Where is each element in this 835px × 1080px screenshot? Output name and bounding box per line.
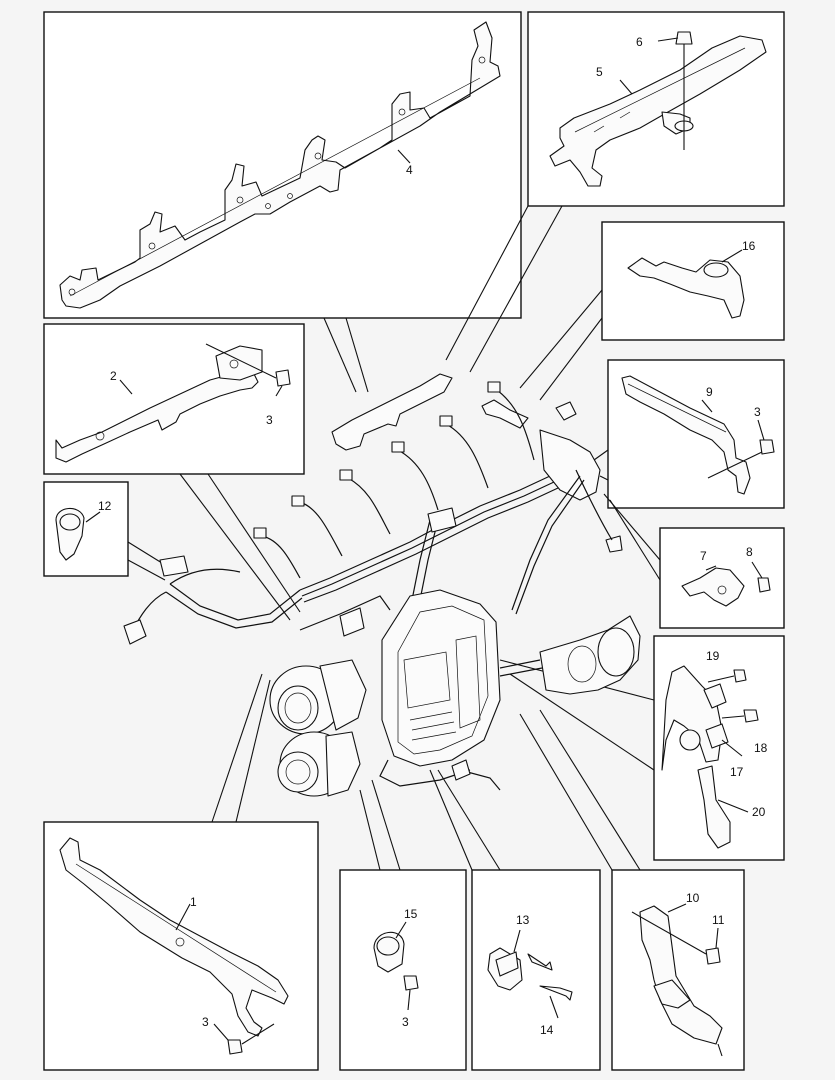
leader-lines [127,205,661,871]
callout-3a: 3 [266,413,273,427]
callout-3d: 3 [402,1015,409,1029]
detail-panel-7-8 [659,527,785,629]
callout-3c: 3 [202,1015,209,1029]
callout-11: 11 [712,913,725,927]
callout-18: 18 [754,741,768,755]
callout-6: 6 [636,35,643,49]
callout-2: 2 [110,369,117,383]
callout-19: 19 [706,649,720,663]
callout-12: 12 [98,499,112,513]
callout-14: 14 [540,1023,554,1037]
callout-7: 7 [700,549,707,563]
callout-9: 9 [706,385,713,399]
callout-15: 15 [404,907,418,921]
callout-8: 8 [746,545,753,559]
detail-panel-2-3 [43,323,305,475]
detail-panel-17-20 [653,635,785,861]
callout-5: 5 [596,65,603,79]
callout-13: 13 [516,913,530,927]
detail-panel-16 [601,221,785,341]
callout-1: 1 [190,895,197,909]
detail-panel-13-14 [471,869,601,1071]
callout-4: 4 [406,163,413,177]
detail-panel-10-11 [611,869,745,1071]
callout-3b: 3 [754,405,761,419]
callout-16: 16 [742,239,756,253]
detail-panel-15-3 [339,869,467,1071]
detail-panel-4 [43,11,522,319]
callout-17: 17 [730,765,744,779]
detail-panel-5-6 [527,11,785,207]
main-harness-assembly [123,373,641,797]
detail-panel-12 [43,481,129,577]
callout-20: 20 [752,805,766,819]
callout-10: 10 [686,891,700,905]
callout-labels: 4 5 6 16 2 3 9 3 12 7 8 19 18 17 20 1 3 … [98,35,768,1037]
detail-panel-9-3 [607,359,785,509]
detail-panel-1-3 [43,821,319,1071]
